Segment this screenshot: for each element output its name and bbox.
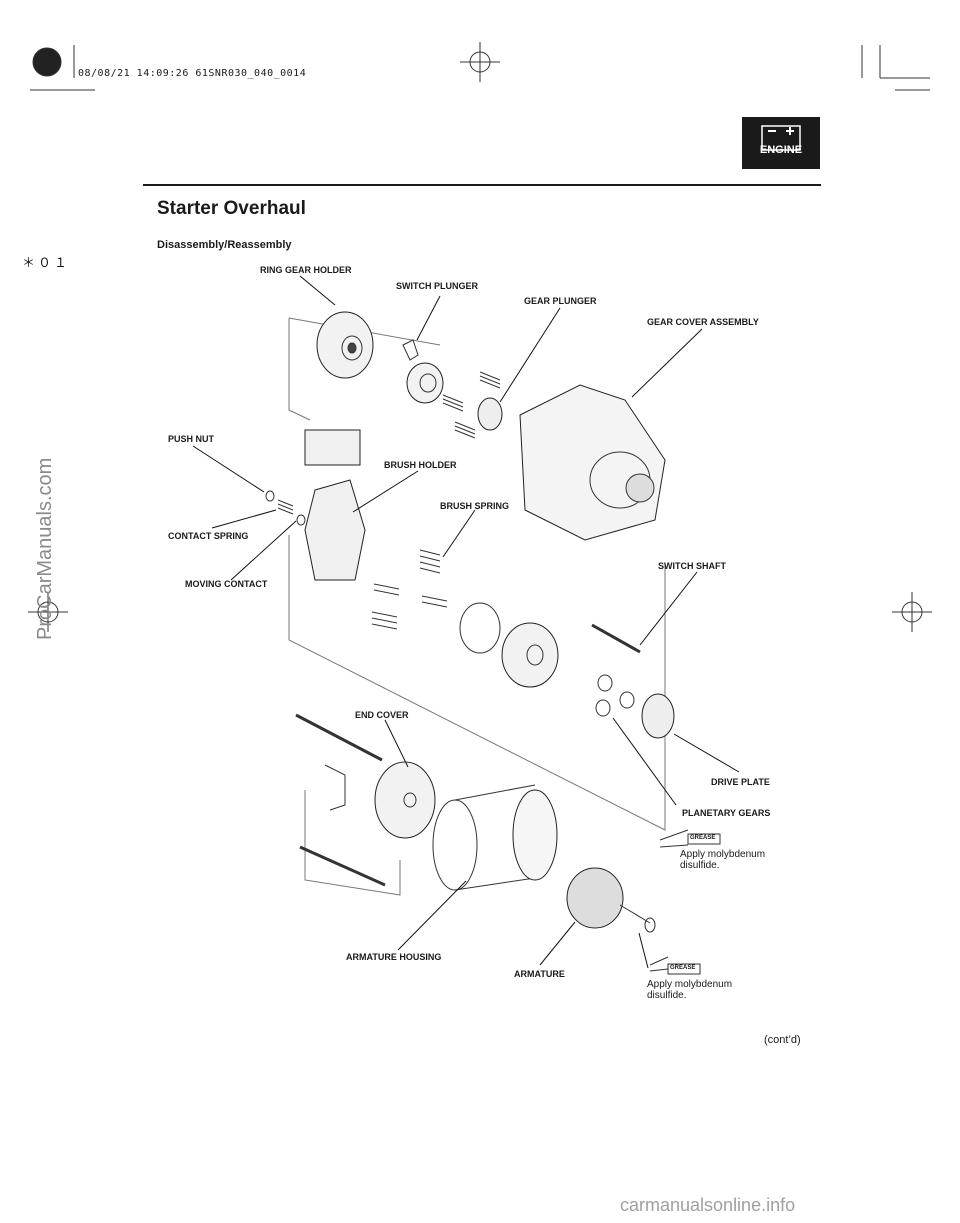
side-watermark: ProCarManuals.com (34, 457, 56, 640)
label-moving-contact: MOVING CONTACT (185, 579, 268, 589)
page-title: Starter Overhaul (157, 198, 306, 219)
grease-tag-2: GREASE (670, 965, 696, 971)
label-armature-housing: ARMATURE HOUSING (346, 952, 442, 962)
continued-marker: (cont’d) (764, 1034, 801, 1046)
label-gear-plunger: GEAR PLUNGER (524, 296, 597, 306)
label-ring-gear-holder: RING GEAR HOLDER (260, 265, 352, 275)
badge-label: ENGINE (759, 144, 803, 156)
label-end-cover: END COVER (355, 710, 409, 720)
label-armature: ARMATURE (514, 969, 565, 979)
label-switch-plunger: SWITCH PLUNGER (396, 281, 478, 291)
grease-tag-1: GREASE (690, 835, 716, 841)
label-drive-plate: DRIVE PLATE (711, 777, 770, 787)
header-rule (143, 184, 821, 186)
grease-note-1: Apply molybdenum disulfide. (680, 849, 766, 871)
label-switch-shaft: SWITCH SHAFT (658, 561, 726, 571)
grease-note-2: Apply molybdenum disulfide. (647, 979, 733, 1001)
print-stamp: 08/08/21 14:09:26 61SNR030_040_0014 (78, 68, 307, 79)
label-brush-holder: BRUSH HOLDER (384, 460, 457, 470)
engine-battery-badge: ENGINE (742, 117, 820, 169)
section-marker: ＊０１ (22, 255, 71, 270)
bottom-watermark: carmanualsonline.info (620, 1195, 796, 1215)
section-subtitle: Disassembly/Reassembly (157, 239, 292, 251)
label-brush-spring: BRUSH SPRING (440, 501, 510, 511)
label-contact-spring: CONTACT SPRING (168, 531, 249, 541)
label-push-nut: PUSH NUT (168, 434, 215, 444)
battery-icon (761, 125, 801, 151)
label-planetary-gears: PLANETARY GEARS (682, 808, 771, 818)
label-gear-cover-assembly: GEAR COVER ASSEMBLY (647, 317, 759, 327)
registration-target-icon (32, 47, 62, 77)
